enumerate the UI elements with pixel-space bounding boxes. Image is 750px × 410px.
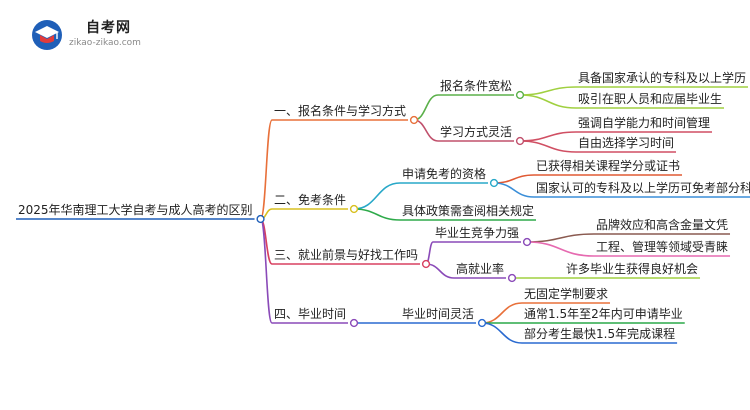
collapse-dot-sub-3-1	[522, 237, 532, 247]
link-sub-1-2-leaf-2	[520, 140, 577, 153]
branch-2-node: 二、免考条件	[274, 193, 347, 207]
collapse-dot-branch-4	[349, 318, 359, 328]
leaf-2-1-2: 国家认可的专科及以上学历可免考部分科目	[536, 181, 750, 195]
leaf-4-1-2: 通常1.5年至2年内可申请毕业	[524, 307, 683, 321]
link-root-branch-1	[259, 119, 273, 220]
leaf-3-2-1: 许多毕业生获得良好机会	[566, 262, 699, 276]
link-branch-2-sub-1	[353, 182, 401, 210]
subnode-1-1: 报名条件宽松	[440, 79, 513, 93]
link-branch-1-sub-1	[413, 94, 439, 121]
link-sub-4-1-leaf-3	[481, 322, 523, 344]
link-sub-1-2-leaf-1	[520, 131, 577, 142]
link-root-branch-4	[259, 218, 273, 324]
link-branch-3-sub-2	[425, 263, 455, 279]
subnode-3-1: 毕业生竞争力强	[435, 226, 520, 240]
link-sub-1-1-leaf-2	[520, 94, 577, 109]
branch-3-node: 三、就业前景与好找工作吗	[274, 248, 419, 262]
collapse-dot-branch-1	[409, 115, 419, 125]
leaf-3-1-2: 工程、管理等领域受青睐	[596, 240, 729, 254]
branch-1-node: 一、报名条件与学习方式	[274, 104, 407, 118]
collapse-dot-sub-2-1	[489, 178, 499, 188]
collapse-dot-root	[256, 214, 265, 224]
root-node: 2025年华南理工大学自考与成人高考的区别	[18, 203, 253, 217]
subnode-4-1: 毕业时间灵活	[402, 307, 475, 321]
link-sub-3-1-leaf-1	[527, 233, 595, 243]
subnode-1-2: 学习方式灵活	[440, 125, 513, 139]
leaf-3-1-1: 品牌效应和高含金量文凭	[596, 218, 729, 232]
link-branch-1-sub-2	[413, 119, 439, 142]
collapse-dot-sub-4-1	[477, 318, 487, 328]
link-sub-3-1-leaf-2	[527, 241, 595, 257]
leaf-4-1-1: 无固定学制要求	[524, 287, 609, 301]
collapse-dot-sub-1-2	[515, 136, 525, 146]
subnode-2-2: 具体政策需查阅相关规定	[402, 204, 535, 218]
link-sub-1-1-leaf-1	[520, 86, 577, 96]
collapse-dot-branch-3	[421, 259, 431, 269]
collapse-dot-branch-2	[349, 204, 359, 214]
collapse-dot-sub-3-2	[507, 273, 517, 283]
subnode-2-1: 申请免考的资格	[402, 167, 487, 181]
leaf-2-1-1: 已获得相关课程学分或证书	[536, 159, 681, 173]
link-sub-2-1-leaf-1	[494, 174, 535, 184]
brand-title: 自考网	[86, 20, 131, 36]
leaf-1-2-1: 强调自学能力和时间管理	[578, 116, 711, 130]
link-sub-2-1-leaf-2	[494, 182, 535, 198]
link-branch-2-sub-2	[354, 208, 401, 221]
collapse-dot-sub-1-1	[515, 90, 525, 100]
leaf-1-1-2: 吸引在职人员和应届毕业生	[578, 92, 723, 106]
graduation-cap-logo-icon	[32, 20, 62, 50]
link-sub-4-1-leaf-1	[481, 302, 523, 324]
leaf-1-1-1: 具备国家承认的专科及以上学历	[578, 71, 747, 85]
brand-url: zikao-zikao.com	[69, 38, 141, 48]
subnode-3-2: 高就业率	[456, 262, 505, 276]
leaf-1-2-2: 自由选择学习时间	[578, 136, 675, 150]
leaf-4-1-3: 部分考生最快1.5年完成课程	[524, 327, 676, 341]
branch-4-node: 四、毕业时间	[274, 307, 347, 321]
